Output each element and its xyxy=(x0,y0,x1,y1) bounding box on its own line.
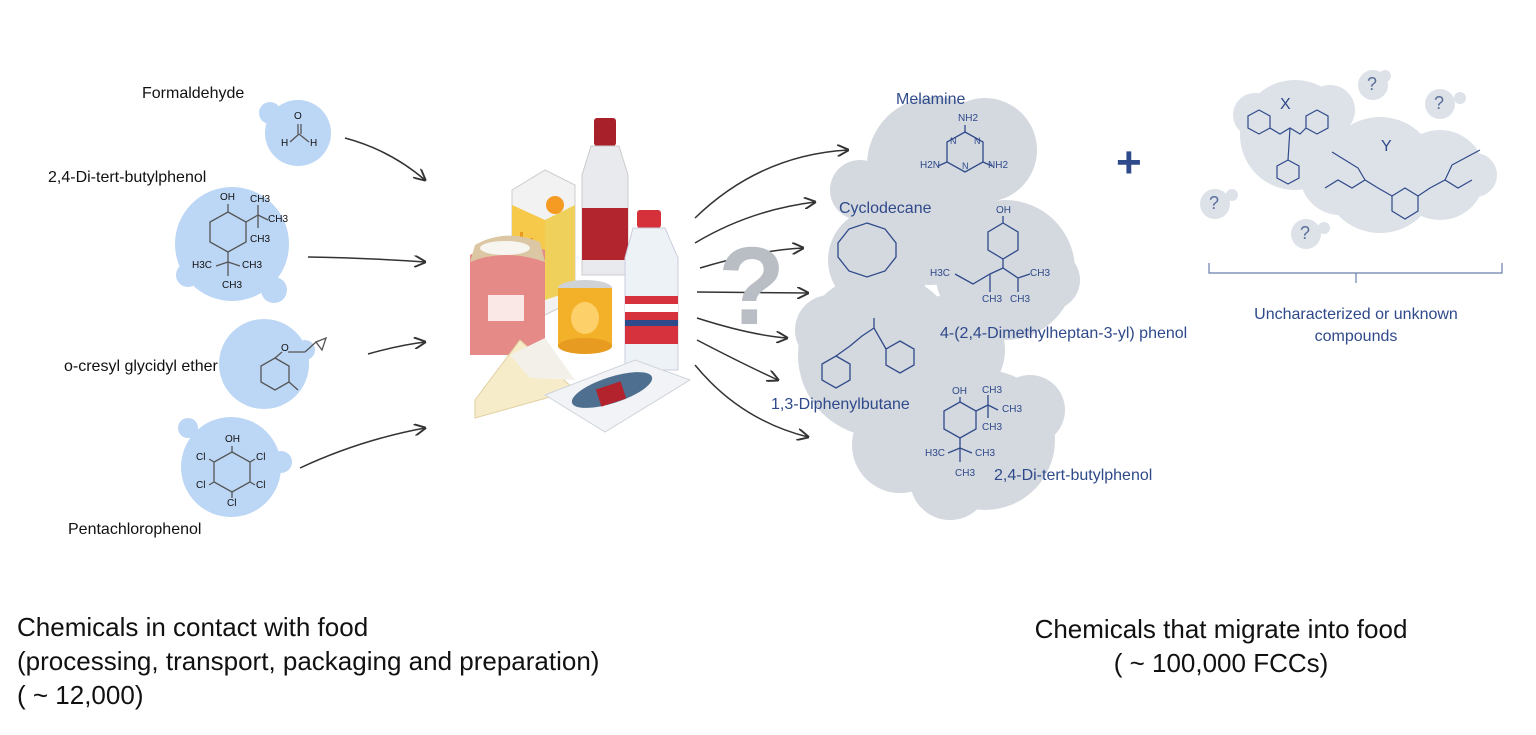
arrow-to-c3 xyxy=(699,248,803,269)
unknown-x-structure xyxy=(1247,109,1329,185)
atom-ch3-dtbp-right-2: CH3 xyxy=(1002,404,1023,415)
question-bubble-4: ? xyxy=(1300,223,1311,243)
label-cresyl: o-cresyl glycidyl ether xyxy=(64,358,218,375)
arrow-to-melamine xyxy=(694,150,848,219)
migration-arrows xyxy=(694,150,848,437)
atom-nh2-melamine-2: NH2 xyxy=(988,160,1009,171)
unknown-compounds-label: Uncharacterized or unknown compounds xyxy=(1240,304,1472,348)
atom-ch3-dtbp-right-3: CH3 xyxy=(982,422,1003,433)
atom-o-cresyl: O xyxy=(281,343,289,354)
unknown-label-line-1: Uncharacterized or unknown xyxy=(1254,306,1458,323)
atom-n-melamine-1: N xyxy=(950,136,957,146)
arrow-to-c5 xyxy=(696,317,787,338)
caption-left: Chemicals in contact with food (processi… xyxy=(17,610,599,712)
atom-ch3-dtbp-left-2: CH3 xyxy=(268,214,289,225)
arrow-dtbp xyxy=(307,257,425,262)
atom-ch3-dtbp-left-4: CH3 xyxy=(242,260,263,271)
label-dtbp-right: 2,4-Di-tert-butylphenol xyxy=(994,467,1153,484)
caption-right-line-1: Chemicals that migrate into food xyxy=(1034,614,1408,644)
arrow-to-c4 xyxy=(696,292,808,293)
caption-left-line-2: (processing, transport, packaging and pr… xyxy=(17,646,600,676)
input-arrows xyxy=(299,137,425,469)
label-formaldehyde: Formaldehyde xyxy=(142,85,245,102)
atom-oh-pcp: OH xyxy=(225,434,240,445)
atom-ch3-dtbp-left-5: CH3 xyxy=(222,280,243,291)
label-dtbp-left: 2,4-Di-tert-butylphenol xyxy=(48,169,207,186)
label-cyclodecane: Cyclodecane xyxy=(839,200,932,217)
atom-ch3-dtbp-right-1: CH3 xyxy=(982,385,1003,396)
atom-h3c-dtbp-right: H3C xyxy=(925,448,946,459)
unknown-bracket xyxy=(1208,263,1503,283)
atom-n-melamine-3: N xyxy=(962,161,969,171)
label-unknown-y: Y xyxy=(1381,138,1392,155)
label-diphenylbutane: 1,3-Diphenylbutane xyxy=(771,396,910,413)
arrow-pcp xyxy=(299,428,425,469)
atom-ch3-dimethylheptyl-2: CH3 xyxy=(982,294,1003,305)
arrow-to-cyclodecane xyxy=(694,202,815,244)
atom-o-formaldehyde: O xyxy=(294,111,302,122)
diphenylbutane-structure xyxy=(821,318,915,389)
label-melamine: Melamine xyxy=(896,91,966,108)
atom-ch3-dimethylheptyl-3: CH3 xyxy=(1010,294,1031,305)
unknown-cloud xyxy=(1200,70,1497,249)
atom-cl-pcp-1: Cl xyxy=(196,452,206,463)
cyclodecane-structure xyxy=(837,222,897,278)
atom-ch3-dtbp-left-3: CH3 xyxy=(250,234,271,245)
arrow-formaldehyde xyxy=(344,137,425,180)
dimethylheptyl-structure xyxy=(954,216,1031,292)
atom-cl-pcp-5: Cl xyxy=(227,498,237,509)
dtbp-right-structure xyxy=(943,395,999,462)
atom-ch3-dtbp-left-1: CH3 xyxy=(250,194,271,205)
unknown-y-structure xyxy=(1324,149,1481,220)
atom-ch3-dimethylheptyl-1: CH3 xyxy=(1030,268,1051,279)
pcp-structure xyxy=(208,446,256,498)
arrow-to-c7 xyxy=(694,364,808,437)
label-pcp: Pentachlorophenol xyxy=(68,521,202,538)
plus-sign: + xyxy=(1116,138,1142,187)
atom-h2n-melamine: H2N xyxy=(920,160,941,171)
question-bubble-3: ? xyxy=(1209,193,1220,213)
atom-nh2-melamine-1: NH2 xyxy=(958,113,979,124)
atom-cl-pcp-2: Cl xyxy=(256,452,266,463)
melamine-structure xyxy=(937,125,993,173)
atom-ch3-dtbp-right-4: CH3 xyxy=(975,448,996,459)
atom-ch3-dtbp-right-5: CH3 xyxy=(955,468,976,479)
atom-h3c-dtbp-left: H3C xyxy=(192,260,213,271)
atom-h-left: H xyxy=(281,138,289,149)
food-products-illustration xyxy=(470,118,692,433)
caption-left-line-1: Chemicals in contact with food xyxy=(17,612,369,642)
label-dimethylheptyl: 4-(2,4-Dimethylheptan-3-yl) phenol xyxy=(940,325,1188,342)
atom-n-melamine-2: N xyxy=(974,136,981,146)
cresyl-structure xyxy=(260,336,328,391)
formaldehyde-structure xyxy=(289,124,310,143)
question-bubble-1: ? xyxy=(1367,74,1378,94)
arrow-cresyl xyxy=(367,342,425,355)
label-unknown-x: X xyxy=(1280,96,1291,113)
caption-right-line-2: ( ~ 100,000 FCCs) xyxy=(1113,648,1329,678)
atom-oh-dtbp-right: OH xyxy=(952,386,967,397)
dtbp-left-structure xyxy=(209,204,269,276)
atom-oh-dimethylheptyl: OH xyxy=(996,205,1011,216)
atom-h-right: H xyxy=(310,138,318,149)
unknown-label-line-2: compounds xyxy=(1314,328,1398,345)
atom-oh-dtbp-left: OH xyxy=(220,192,235,203)
arrow-to-c6 xyxy=(696,339,778,380)
question-bubble-2: ? xyxy=(1434,93,1445,113)
big-question-mark: ? xyxy=(718,225,786,348)
migration-cloud xyxy=(795,97,1080,520)
atom-h3c-dimethylheptyl: H3C xyxy=(930,268,951,279)
atom-cl-pcp-4: Cl xyxy=(256,480,266,491)
caption-left-line-3: ( ~ 12,000) xyxy=(17,680,144,710)
atom-cl-pcp-3: Cl xyxy=(196,480,206,491)
caption-right: Chemicals that migrate into food ( ~ 100… xyxy=(1000,612,1442,680)
